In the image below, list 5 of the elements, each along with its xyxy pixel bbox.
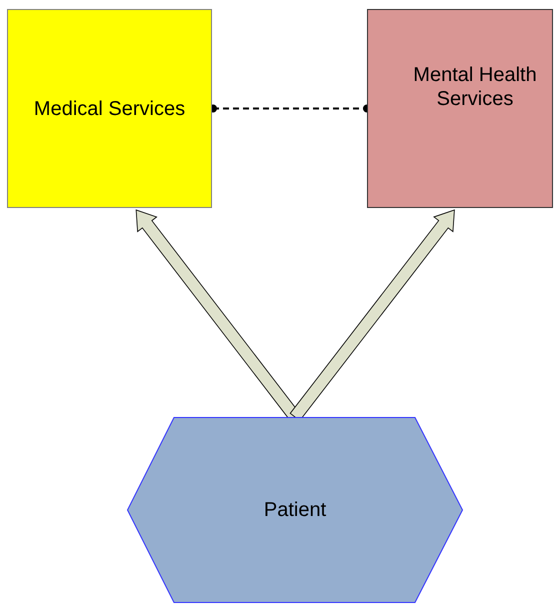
node-label: Medical Services [34, 96, 186, 120]
service-box [7, 9, 212, 208]
service-box [367, 9, 553, 208]
node-label: Mental Health Services [412, 62, 538, 110]
node-label: Patient [264, 498, 326, 522]
